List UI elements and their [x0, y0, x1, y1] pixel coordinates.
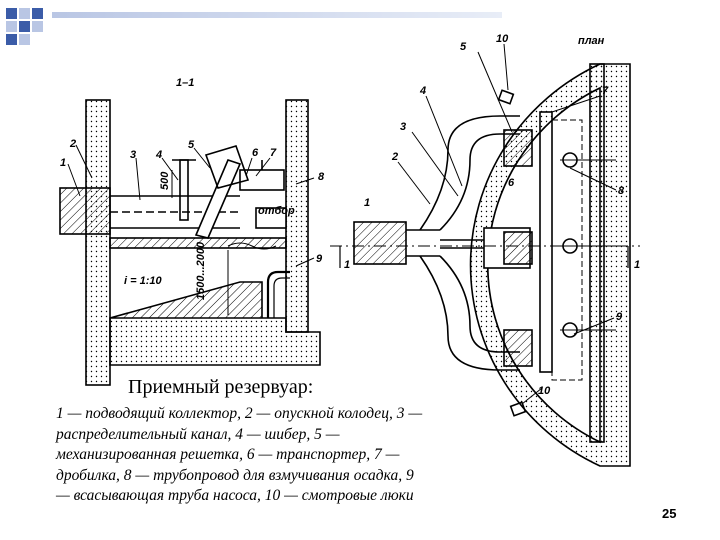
slide-top-bar	[52, 12, 502, 18]
plan-callout-7: 7	[602, 85, 609, 97]
plan-callout-4: 4	[419, 85, 426, 97]
left-wall	[85, 99, 111, 386]
section-callout-3: 3	[130, 149, 136, 161]
plan-title: план	[578, 35, 605, 47]
plan-callout-1: 1	[364, 197, 370, 209]
plan-callout-10-bottom: 10	[538, 385, 551, 397]
caption-body: 1 — подводящий коллектор, 2 — опускной к…	[56, 405, 423, 505]
inlet-pipe	[59, 187, 111, 235]
section-callout-9: 9	[316, 253, 323, 265]
dim-label-500: 500	[159, 171, 171, 190]
plan-callout-2: 2	[391, 151, 398, 163]
section-callout-7: 7	[270, 147, 277, 159]
plan-inlet	[353, 221, 407, 265]
section-callout-2: 2	[69, 138, 76, 150]
section-callout-6: 6	[252, 147, 259, 159]
plan-view	[330, 43, 640, 467]
bottom-slab	[109, 317, 321, 366]
section-callout-8: 8	[318, 171, 325, 183]
plan-callout-9: 9	[616, 311, 623, 323]
caption-title: Приемный резервуар:	[128, 376, 314, 398]
plan-callout-6: 6	[508, 177, 515, 189]
plan-callout-5: 5	[460, 41, 467, 53]
section-callout-4: 4	[155, 149, 162, 161]
section-callout-1: 1	[60, 157, 66, 169]
plan-callout-8: 8	[618, 185, 625, 197]
page-number: 25	[662, 506, 677, 521]
slope-label: i = 1:10	[124, 275, 162, 287]
box-label: отбор	[258, 205, 295, 217]
section-view	[59, 99, 321, 386]
slide-decoration	[6, 8, 43, 45]
section-callout-5: 5	[188, 139, 195, 151]
section-marker-left: 1	[344, 259, 350, 271]
section-title: 1–1	[176, 77, 194, 89]
section-marker-right: 1	[634, 259, 640, 271]
plan-callout-10-top: 10	[496, 33, 509, 45]
dim-label-depth: 1500...2000	[195, 241, 207, 300]
plan-callout-3: 3	[400, 121, 406, 133]
